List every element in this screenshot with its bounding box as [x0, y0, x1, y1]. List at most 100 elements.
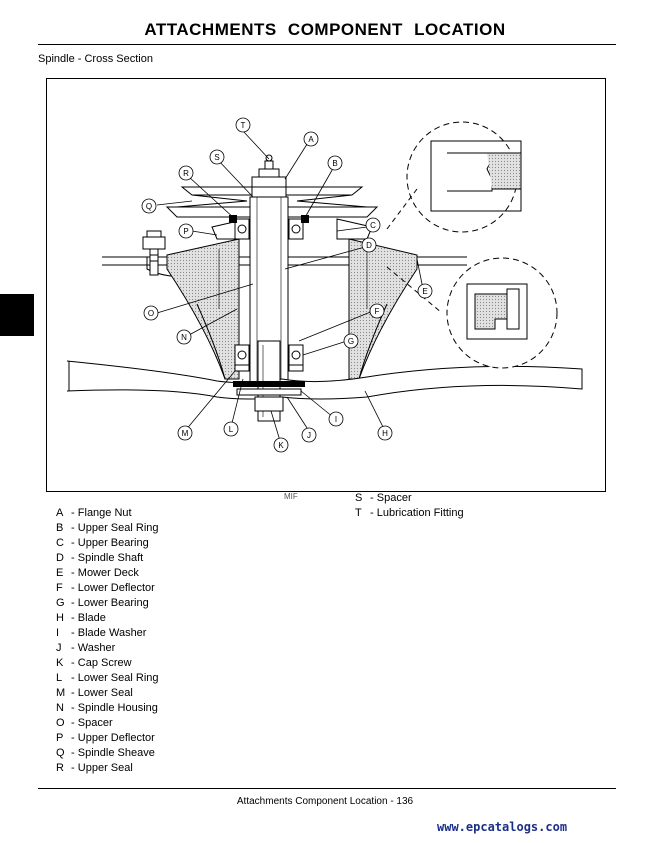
upper-seal — [229, 215, 237, 223]
legend-item: A - Flange Nut — [56, 506, 159, 521]
callout-p: P — [178, 223, 194, 239]
legend-key: F — [56, 582, 63, 594]
legend-key: L — [56, 672, 63, 684]
watermark: www.epcatalogs.com — [437, 820, 568, 834]
legend-key: G — [56, 597, 65, 609]
lubrication-fitting-icon — [264, 154, 274, 170]
figure-code: MIF — [284, 492, 298, 501]
legend-key: R — [56, 762, 64, 774]
legend-separator: - — [367, 492, 377, 504]
callout-g: G — [343, 333, 359, 349]
legend-key: E — [56, 567, 64, 579]
legend-item: F - Lower Deflector — [56, 581, 159, 596]
legend-item: J - Washer — [56, 641, 159, 656]
legend-key: Q — [56, 747, 65, 759]
flange-nut — [251, 168, 287, 198]
callout-e: E — [417, 283, 433, 299]
legend-item: M - Lower Seal — [56, 686, 159, 701]
legend-label: Lower Seal Ring — [77, 672, 159, 684]
section-title: Spindle - Cross Section — [38, 53, 153, 65]
legend-separator: - — [68, 567, 78, 579]
legend-key: S — [355, 492, 363, 504]
legend-separator: - — [367, 507, 377, 519]
section-tab — [0, 294, 34, 336]
legend-item: B - Upper Seal Ring — [56, 521, 159, 536]
legend-item: E - Mower Deck — [56, 566, 159, 581]
legend-label: Upper Seal — [77, 762, 133, 774]
lower-bearing — [234, 344, 304, 366]
header-rule — [38, 44, 616, 45]
callout-o: O — [143, 305, 159, 321]
legend-label: Upper Deflector — [77, 732, 155, 744]
legend-separator: - — [68, 507, 78, 519]
legend-label: Lower Deflector — [77, 582, 155, 594]
callout-a: A — [303, 131, 319, 147]
svg-text:T: T — [241, 121, 246, 130]
legend-key: M — [56, 687, 66, 699]
legend-key: J — [56, 642, 62, 654]
svg-text:G: G — [348, 337, 354, 346]
legend-label: Cap Screw — [77, 657, 132, 669]
legend-label: Lower Bearing — [77, 597, 149, 609]
legend-label: Blade Washer — [77, 627, 147, 639]
svg-text:B: B — [332, 159, 337, 168]
svg-text:K: K — [278, 441, 284, 450]
svg-text:A: A — [308, 135, 314, 144]
legend-separator: - — [68, 672, 78, 684]
callout-b: B — [327, 155, 343, 171]
leader-lines — [156, 130, 424, 445]
legend-item: D - Spindle Shaft — [56, 551, 159, 566]
legend-label: Spindle Shaft — [77, 552, 144, 564]
legend-item: L - Lower Seal Ring — [56, 671, 159, 686]
legend-item: S - Spacer — [355, 491, 464, 506]
legend-item: R - Upper Seal — [56, 761, 159, 776]
legend-label: Spacer — [77, 717, 113, 729]
legend-label: Flange Nut — [77, 507, 132, 519]
legend-item: P - Upper Deflector — [56, 731, 159, 746]
callout-j: J — [301, 427, 317, 443]
svg-text:P: P — [183, 227, 188, 236]
legend-item: I - Blade Washer — [56, 626, 159, 641]
legend-key: D — [56, 552, 64, 564]
legend-separator: - — [68, 732, 78, 744]
legend-item: G - Lower Bearing — [56, 596, 159, 611]
svg-text:M: M — [182, 429, 189, 438]
spindle-housing — [166, 238, 418, 380]
legend-separator: - — [68, 627, 78, 639]
legend-item: Q - Spindle Sheave — [56, 746, 159, 761]
legend-separator: - — [68, 762, 78, 774]
legend-label: Upper Seal Ring — [77, 522, 159, 534]
legend-label: Lubrication Fitting — [376, 507, 464, 519]
callout-d: D — [361, 237, 377, 253]
legend-key: H — [56, 612, 64, 624]
callout-n: N — [176, 329, 192, 345]
legend-label: Spindle Housing — [77, 702, 158, 714]
detail-circle-lower — [446, 257, 558, 369]
legend-separator: - — [68, 642, 78, 654]
legend-item: O - Spacer — [56, 716, 159, 731]
legend-label: Spindle Sheave — [77, 747, 155, 759]
legend-key: B — [56, 522, 64, 534]
callout-f: F — [369, 303, 385, 319]
callout-c: C — [365, 217, 381, 233]
legend-key: P — [56, 732, 64, 744]
legend-key: O — [56, 717, 65, 729]
spindle-cross-section-figure: T A S R B Q P C D E O F N G M L K J I H — [46, 78, 606, 492]
callout-s: S — [209, 149, 225, 165]
legend-separator: - — [68, 537, 78, 549]
callout-r: R — [178, 165, 194, 181]
svg-text:R: R — [183, 169, 189, 178]
legend-item: H - Blade — [56, 611, 159, 626]
detail-circle-upper — [406, 121, 522, 233]
svg-text:Q: Q — [146, 202, 152, 211]
legend-label: Spacer — [376, 492, 412, 504]
footer-rule — [38, 788, 616, 789]
svg-text:I: I — [335, 415, 337, 424]
svg-text:J: J — [307, 431, 311, 440]
legend-separator: - — [68, 657, 78, 669]
callout-q: Q — [141, 198, 157, 214]
legend-separator: - — [68, 552, 78, 564]
svg-text:S: S — [214, 153, 219, 162]
legend-key: K — [56, 657, 64, 669]
